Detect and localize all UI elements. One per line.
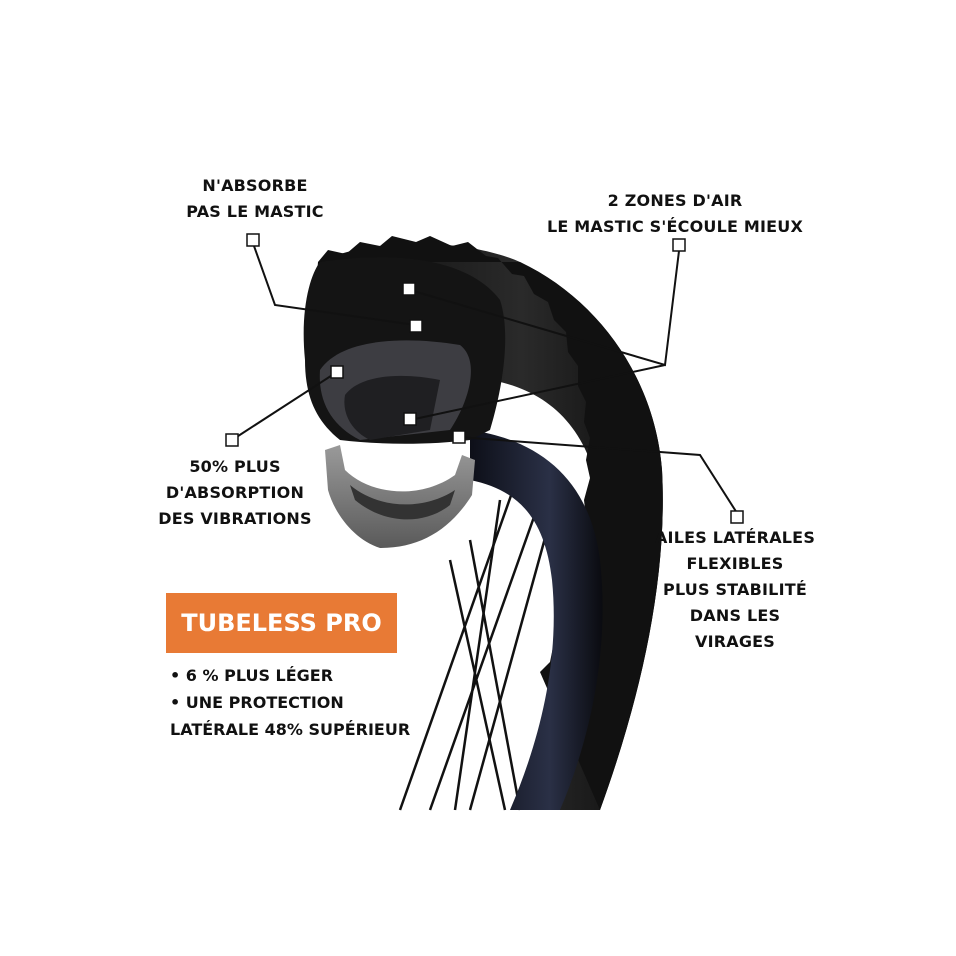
callout-text: DANS LES bbox=[689, 606, 781, 625]
callout-absorption: 50% PLUS D'ABSORPTION DES VIBRATIONS bbox=[150, 454, 320, 532]
product-bullet: LATÉRALE 48% SUPÉRIEUR bbox=[170, 720, 411, 739]
callout-text: DES VIBRATIONS bbox=[158, 509, 312, 528]
callout-mastic: N'ABSORBE PAS LE MASTIC bbox=[170, 173, 340, 225]
callout-text: 2 ZONES D'AIR bbox=[607, 191, 743, 210]
callout-text: N'ABSORBE bbox=[202, 176, 308, 195]
callout-sidewalls: AILES LATÉRALES FLEXIBLES PLUS STABILITÉ… bbox=[650, 525, 820, 655]
callout-text: PLUS STABILITÉ bbox=[663, 580, 807, 599]
rim bbox=[470, 430, 603, 810]
callout-text: PAS LE MASTIC bbox=[186, 202, 324, 221]
product-bullet: • UNE PROTECTION bbox=[170, 693, 344, 712]
callout-text: LE MASTIC S'ÉCOULE MIEUX bbox=[546, 217, 804, 236]
callout-lines bbox=[231, 245, 738, 514]
callout-text: FLEXIBLES bbox=[686, 554, 784, 573]
callout-text: D'ABSORPTION bbox=[165, 483, 305, 502]
callout-text: AILES LATÉRALES bbox=[654, 528, 816, 547]
callout-air-zones: 2 ZONES D'AIR LE MASTIC S'ÉCOULE MIEUX bbox=[535, 188, 815, 240]
product-title-badge: TUBELESS PRO bbox=[166, 593, 397, 653]
insert bbox=[325, 445, 475, 548]
product-bullet: • 6 % PLUS LÉGER bbox=[170, 666, 334, 685]
callout-text: 50% PLUS bbox=[189, 457, 281, 476]
callout-markers bbox=[225, 233, 744, 524]
callout-text: VIRAGES bbox=[694, 632, 776, 651]
spokes bbox=[398, 469, 552, 811]
